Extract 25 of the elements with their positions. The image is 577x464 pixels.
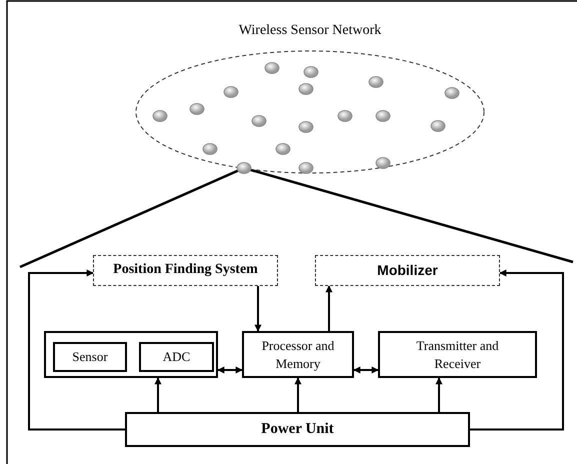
process-box (139, 342, 214, 372)
arrow (326, 285, 332, 331)
arrow (28, 270, 125, 430)
arrow (254, 286, 262, 332)
node-label: Transmitter and Receiver (415, 336, 500, 372)
node-label: ADC (162, 348, 190, 366)
node-label: Processor and Memory (260, 336, 336, 372)
heading: Wireless Sensor Network (238, 22, 382, 40)
dashed-box (93, 255, 278, 286)
node-label: Power Unit (261, 420, 334, 440)
dashed-box (315, 255, 500, 286)
process-box (44, 331, 218, 378)
process-box (125, 412, 470, 447)
node-label: Position Finding System (113, 261, 258, 280)
process-box (53, 342, 127, 372)
arrow (154, 377, 162, 412)
arrow (217, 366, 243, 374)
arrow (436, 377, 442, 412)
arrow (294, 377, 302, 412)
node-label: Sensor (72, 348, 108, 366)
node-label: Mobilizer (377, 261, 438, 280)
arrow (470, 270, 564, 430)
process-box (378, 331, 537, 378)
arrow (353, 366, 379, 374)
process-box (242, 331, 354, 378)
